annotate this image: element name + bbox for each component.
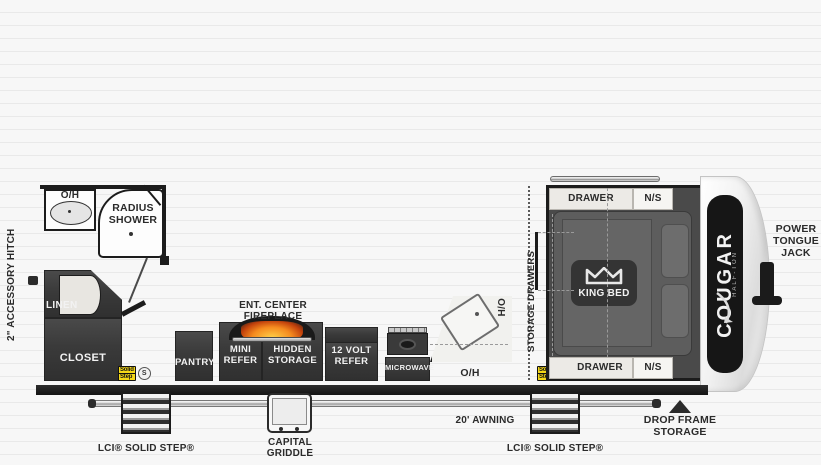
fireplace-flame-icon <box>241 321 303 338</box>
shower-drain-icon <box>129 232 133 236</box>
tongue-jack-foot <box>752 296 782 305</box>
bedroom-ns-bottom-label: N/S <box>644 362 662 373</box>
bedroom-ns-top <box>633 188 673 210</box>
twelve-volt-refer-label: 12 VOLT REFER <box>331 345 372 367</box>
ent-center-fireplace-label: ENT. CENTER FIREPLACE <box>239 300 307 323</box>
solid-step-left-label: LCI® SOLID STEP® <box>97 443 195 454</box>
closet-label: CLOSET <box>59 352 107 364</box>
bed-center-guide <box>607 188 608 378</box>
bedroom-slideout-rail <box>550 176 660 182</box>
range-burner-icon <box>399 339 416 350</box>
closet <box>44 318 122 381</box>
pantry <box>175 331 213 381</box>
mini-refer-label: MINI REFER <box>223 344 258 366</box>
bed-guide-bottom <box>538 290 574 291</box>
chassis-frame <box>36 385 708 395</box>
twelve-volt-refer <box>325 341 378 381</box>
solid-step-line1-2: Solid <box>538 367 554 373</box>
bedroom-ns-bottom <box>633 357 673 379</box>
microwave <box>385 357 430 381</box>
bedroom-divider-dotted <box>528 186 530 380</box>
washer-dryer-door-icon <box>475 312 479 316</box>
radius-shower-label: RADIUS SHOWER <box>108 202 158 226</box>
pantry-label: PANTRY <box>175 357 215 368</box>
drop-frame-bottom-arrow-icon <box>669 400 691 413</box>
bedroom-drawer-bottom <box>549 357 633 379</box>
bedroom-drawer-bottom-label: DRAWER <box>577 362 623 373</box>
griddle-surface <box>272 398 307 425</box>
solid-step-right <box>530 392 580 434</box>
bed-edge-guide <box>552 214 553 356</box>
solid-step-logo-left: Solid Step S <box>118 366 151 381</box>
solid-step-badge: Solid Step <box>118 366 136 381</box>
king-bed-pillow-top <box>661 224 689 278</box>
bathroom-wall-right <box>162 185 166 259</box>
storage-drawers-label: STORAGE DRAWERS <box>526 250 537 352</box>
bath-overhead-label: O/H <box>60 190 80 201</box>
counter-guide-line <box>430 344 508 345</box>
solid-step-mark-icon: S <box>137 366 151 380</box>
kitchen-overhead-label: O/H <box>460 367 480 379</box>
fireplace-mantel <box>232 337 312 342</box>
king-bed-pillow-bottom <box>661 284 689 338</box>
bed-guide-top <box>538 232 574 233</box>
solid-step-line2-2: Step <box>538 373 554 380</box>
bedroom-drawer-top <box>549 188 633 210</box>
range-grates <box>388 327 427 333</box>
linen-label: LINEN <box>46 300 78 311</box>
washer-dryer-label: H/O <box>497 298 508 317</box>
sink-basin <box>50 201 92 225</box>
accessory-hitch-label: 2" ACCESSORY HITCH <box>6 228 17 342</box>
solid-step-line2: Step <box>119 373 135 380</box>
bedroom-drawer-top-label: DRAWER <box>568 193 614 204</box>
capital-griddle-label: CAPITAL GRIDDLE <box>266 437 314 460</box>
radius-shower <box>98 189 164 258</box>
hidden-storage-label: HIDDEN STORAGE <box>268 344 317 366</box>
storage-drawers-wall <box>535 232 538 290</box>
twelve-volt-refer-upper <box>325 327 378 343</box>
cougar-logo-plate: COUGAR HALF-TON <box>707 195 743 373</box>
microwave-label: MICROWAVE <box>385 363 435 372</box>
front-cap: COUGAR HALF-TON <box>700 176 770 392</box>
awning-end-left <box>88 399 96 408</box>
solid-step-left <box>121 392 171 434</box>
solid-step-line1: Solid <box>119 367 135 373</box>
shower-door-hinge <box>160 256 169 265</box>
linen-door-swing <box>59 275 101 315</box>
exterior-port-left <box>28 276 38 285</box>
tongue-jack <box>760 262 774 304</box>
awning-label: 20' AWNING <box>455 415 515 426</box>
bathroom-top-wall <box>40 185 166 189</box>
griddle-knob-1 <box>279 427 283 431</box>
awning-end-right <box>652 399 661 408</box>
cougar-swoosh-icon <box>716 292 733 324</box>
king-bed-label: KING BED <box>578 288 630 299</box>
solid-step-right-label: LCI® SOLID STEP® <box>506 443 604 454</box>
crown-icon <box>585 267 623 285</box>
griddle-knob-2 <box>295 427 299 431</box>
drop-frame-storage-bottom-label: DROP FRAME STORAGE <box>643 414 717 438</box>
bedroom-ns-top-label: N/S <box>644 193 662 204</box>
power-tongue-jack-label: POWER TONGUE JACK <box>773 223 819 259</box>
sink-drain-icon <box>68 210 71 213</box>
